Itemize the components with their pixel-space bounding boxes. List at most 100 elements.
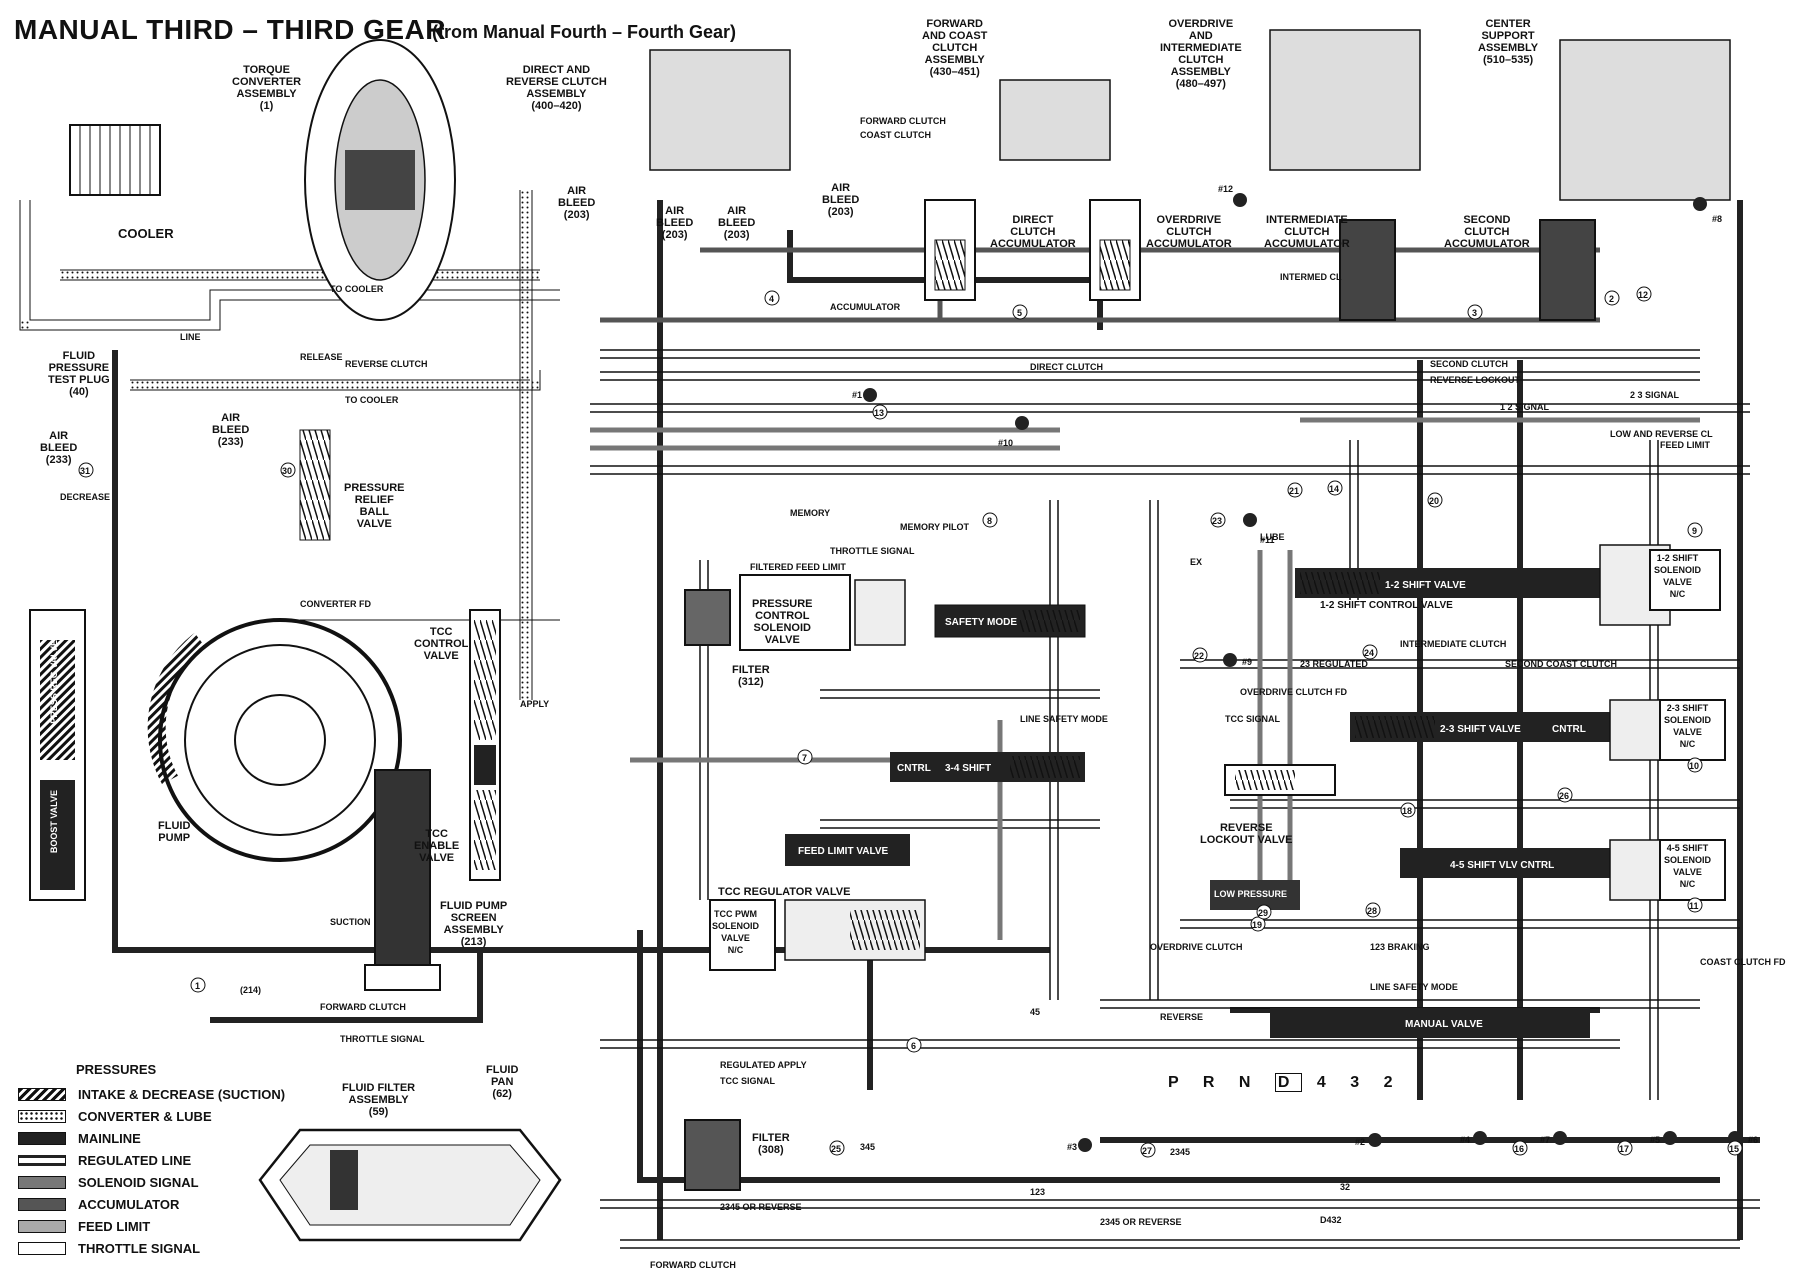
- svg-text:LINE: LINE: [180, 332, 201, 342]
- svg-text:TO COOLER: TO COOLER: [345, 395, 399, 405]
- svg-text:2: 2: [1609, 294, 1614, 304]
- pressure-control-solenoid-label: PRESSURE CONTROL SOLENOID VALVE: [752, 598, 813, 646]
- svg-text:31: 31: [80, 466, 90, 476]
- svg-text:9: 9: [1692, 526, 1697, 536]
- svg-text:REVERSE: REVERSE: [1160, 1012, 1203, 1022]
- svg-text:123: 123: [1030, 1187, 1045, 1197]
- air-bleed-203-d-label: AIR BLEED (203): [822, 182, 860, 218]
- legend-item: THROTTLE SIGNAL: [18, 1237, 318, 1259]
- svg-text:TCC SIGNAL: TCC SIGNAL: [720, 1076, 776, 1086]
- reverse-lockout-valve: [1210, 764, 1336, 910]
- low-pressure-label: LOW PRESSURE: [1214, 889, 1288, 899]
- svg-text:#4: #4: [1460, 1135, 1470, 1145]
- svg-text:7: 7: [802, 753, 807, 763]
- tcc-enable-valve-label: TCC ENABLE VALVE: [414, 828, 460, 864]
- svg-text:SECOND CLUTCH: SECOND CLUTCH: [1430, 359, 1508, 369]
- cooler: [69, 124, 161, 196]
- svg-text:15: 15: [1729, 1144, 1739, 1154]
- diagram-subtitle: (from Manual Fourth – Fourth Gear): [432, 22, 736, 42]
- shift-23-solenoid-label: 2-3 SHIFT SOLENOID VALVE N/C: [1664, 703, 1712, 749]
- svg-text:5: 5: [1017, 308, 1022, 318]
- svg-text:24: 24: [1364, 648, 1374, 658]
- gear-selector: P R N D 4 3 2: [1168, 1073, 1403, 1092]
- svg-text:#7: #7: [1540, 1135, 1550, 1145]
- legend-swatch: [18, 1087, 66, 1101]
- manual-valve: MANUAL VALVE: [1270, 1008, 1590, 1038]
- svg-text:D432: D432: [1320, 1215, 1342, 1225]
- gear-r: R: [1202, 1074, 1225, 1091]
- svg-text:REVERSE CLUTCH: REVERSE CLUTCH: [345, 359, 428, 369]
- svg-text:#1: #1: [852, 390, 862, 400]
- svg-text:#10: #10: [998, 438, 1013, 448]
- svg-text:22: 22: [1194, 651, 1204, 661]
- gear-3: 3: [1350, 1074, 1370, 1091]
- pressure-control-solenoid: [684, 574, 906, 651]
- to-cooler-channel: [130, 380, 540, 390]
- svg-text:23: 23: [1212, 516, 1222, 526]
- svg-text:2345 OR REVERSE: 2345 OR REVERSE: [720, 1202, 802, 1212]
- air-bleed-233-mid-label: AIR BLEED (233): [212, 412, 250, 448]
- svg-text:FEED LIMIT VALVE: FEED LIMIT VALVE: [798, 846, 889, 857]
- svg-text:THROTTLE SIGNAL: THROTTLE SIGNAL: [340, 1034, 425, 1044]
- svg-text:3-4 SHIFT: 3-4 SHIFT: [945, 763, 991, 774]
- tcc-control-valve-label: TCC CONTROL VALVE: [414, 626, 469, 662]
- shift-12-valve: 1-2 SHIFT VALVE: [1295, 544, 1721, 626]
- legend-swatch: [18, 1241, 66, 1255]
- svg-text:REGULATED APPLY: REGULATED APPLY: [720, 1060, 807, 1070]
- svg-text:1-2 SHIFT VALVE: 1-2 SHIFT VALVE: [1385, 580, 1466, 591]
- svg-text:123 BRAKING: 123 BRAKING: [1370, 942, 1430, 952]
- svg-text:4: 4: [769, 294, 774, 304]
- svg-text:345: 345: [860, 1142, 875, 1152]
- svg-text:MEMORY PILOT: MEMORY PILOT: [900, 522, 970, 532]
- boost-valve-label: BOOST VALVE: [49, 790, 59, 854]
- svg-text:2-3 SHIFT VALVE: 2-3 SHIFT VALVE: [1440, 724, 1521, 735]
- shift-23-valve: 2-3 SHIFT VALVE CNTRL: [1350, 699, 1726, 761]
- svg-text:3: 3: [1472, 308, 1477, 318]
- svg-text:SUCTION: SUCTION: [330, 917, 371, 927]
- svg-text:#8: #8: [1712, 214, 1722, 224]
- reverse-lockout-valve-label: REVERSE LOCKOUT VALVE: [1200, 822, 1293, 846]
- legend-item: MAINLINE: [18, 1127, 318, 1149]
- legend-swatch: [18, 1175, 66, 1189]
- legend-swatch: [18, 1219, 66, 1233]
- fluid-pressure-test-plug-label: FLUID PRESSURE TEST PLUG (40): [48, 350, 110, 398]
- svg-text:COAST CLUTCH FD: COAST CLUTCH FD: [1700, 957, 1786, 967]
- legend-item: FEED LIMIT: [18, 1215, 318, 1237]
- legend-item: ACCUMULATOR: [18, 1193, 318, 1215]
- gear-d: D: [1274, 1073, 1303, 1092]
- legend-item: REGULATED LINE: [18, 1149, 318, 1171]
- gear-2: 2: [1383, 1074, 1403, 1091]
- svg-text:32: 32: [1340, 1182, 1350, 1192]
- shift-12-solenoid-label: 1-2 SHIFT SOLENOID VALVE N/C: [1654, 553, 1702, 599]
- gear-n: N: [1238, 1074, 1261, 1091]
- svg-text:TCC SIGNAL: TCC SIGNAL: [1225, 714, 1281, 724]
- svg-text:2 3 SIGNAL: 2 3 SIGNAL: [1630, 390, 1680, 400]
- svg-text:APPLY: APPLY: [520, 699, 549, 709]
- svg-text:#3: #3: [1067, 1142, 1077, 1152]
- svg-text:SAFETY MODE: SAFETY MODE: [945, 617, 1017, 628]
- filter-312-label: FILTER (312): [732, 664, 770, 688]
- shift-45-solenoid-label: 4-5 SHIFT SOLENOID VALVE N/C: [1664, 843, 1712, 889]
- svg-text:12: 12: [1638, 290, 1648, 300]
- svg-text:30: 30: [282, 466, 292, 476]
- svg-text:#5: #5: [1650, 1135, 1660, 1145]
- svg-text:ACCUMULATOR: ACCUMULATOR: [830, 302, 901, 312]
- relief-spring: [299, 429, 331, 541]
- svg-text:20: 20: [1429, 496, 1439, 506]
- cooler-label: COOLER: [118, 226, 174, 241]
- fluid-pump-screen-label: FLUID PUMP SCREEN ASSEMBLY (213): [440, 900, 508, 948]
- pump-screen: [364, 769, 441, 991]
- svg-text:CNTRL: CNTRL: [897, 763, 931, 774]
- filter-308: [684, 1119, 741, 1191]
- svg-text:17: 17: [1619, 1144, 1629, 1154]
- line-label-group: FORWARD CLUTCH COAST CLUTCH TO COOLER RE…: [60, 116, 1786, 1270]
- svg-text:6: 6: [911, 1041, 916, 1051]
- shift-34-valve: CNTRL 3-4 SHIFT: [890, 752, 1085, 782]
- center-support-label: CENTER SUPPORT ASSEMBLY (510–535): [1478, 18, 1539, 66]
- intermediate-clutch-accumulator-label: INTERMEDIATE CLUTCH ACCUMULATOR: [1264, 214, 1350, 250]
- shift-45-valve: 4-5 SHIFT VLV CNTRL: [1400, 839, 1726, 901]
- clutch-assemblies: [649, 29, 1731, 201]
- svg-text:INTERMEDIATE CLUTCH: INTERMEDIATE CLUTCH: [1400, 639, 1506, 649]
- svg-text:#6: #6: [1748, 1135, 1758, 1145]
- tcc-valve-column: [469, 609, 501, 881]
